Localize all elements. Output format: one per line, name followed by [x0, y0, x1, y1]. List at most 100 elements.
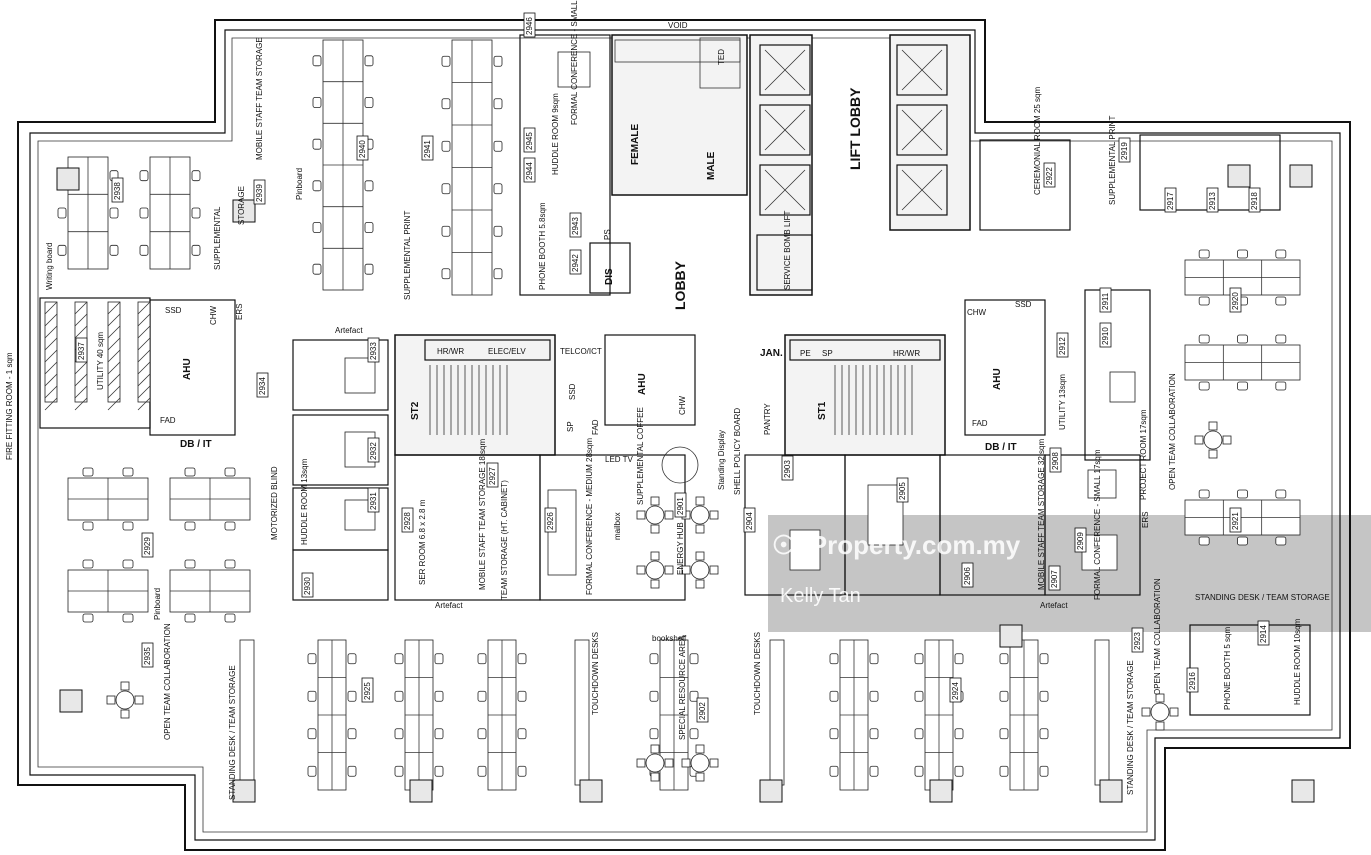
column — [232, 199, 256, 223]
chair — [441, 225, 451, 237]
conference-table — [547, 489, 577, 576]
supplemental-coffee-label: SUPPLEMENTAL COFFEE — [636, 407, 645, 505]
chair — [184, 521, 196, 531]
room-number: 2921 — [1231, 512, 1240, 530]
special-resource-label: SPECIAL RESOURCE AREA — [678, 635, 687, 740]
lift-cross — [764, 169, 806, 211]
chair — [57, 244, 67, 256]
chair — [636, 758, 646, 768]
shelving-hatch — [137, 325, 151, 339]
room-number-box — [1186, 667, 1199, 693]
pinboard-label: Pinboard — [153, 588, 162, 620]
void-label: VOID — [668, 21, 688, 30]
room-number-tag: 2942 — [569, 249, 582, 275]
pantry-label: PANTRY — [763, 403, 772, 435]
chair — [184, 613, 196, 623]
lift-cross — [764, 49, 806, 91]
room-number-box — [1048, 565, 1061, 591]
lift-cross — [764, 109, 806, 151]
service-lift-label: SERVICE BOMB LIFT — [783, 210, 792, 290]
shelving-hatch — [107, 325, 121, 339]
fad-label-center: FAD — [591, 419, 600, 435]
furniture — [44, 39, 1315, 803]
room-number-box — [367, 437, 380, 463]
ahu-label-right: AHU — [992, 368, 1003, 390]
chair — [517, 765, 527, 777]
shelving-hatch — [44, 385, 58, 399]
shelving-hatch — [74, 361, 88, 375]
room-number: 2937 — [77, 342, 86, 360]
chair — [364, 263, 374, 275]
chair — [493, 183, 503, 195]
column — [929, 779, 953, 803]
room-number: 2943 — [571, 217, 580, 235]
round-table — [645, 505, 665, 525]
shelving-hatch — [107, 361, 121, 375]
room-number: 2940 — [358, 140, 367, 158]
room-number-tag: 2910 — [1099, 322, 1112, 348]
chair — [636, 510, 646, 520]
ssd-label: SSD — [165, 306, 182, 315]
chair — [869, 653, 879, 665]
room-number-tag: 2923 — [1131, 627, 1144, 653]
chair — [106, 695, 116, 705]
chair — [434, 653, 444, 665]
huddle-room-13-label: HUDDLE ROOM 13sqm — [300, 458, 309, 545]
chair — [441, 268, 451, 280]
chair — [649, 653, 659, 665]
supplemental-label: SUPPLEMENTAL — [213, 206, 222, 270]
formal-conf-small-label: FORMAL CONFERENCE - SMALL 17sqm — [1093, 449, 1102, 600]
db-it-label-right: DB / IT — [985, 442, 1017, 453]
fire-fitting-label: FIRE FITTING ROOM - 1 sqm — [5, 352, 14, 460]
round-table — [690, 753, 710, 773]
chair — [999, 728, 1009, 740]
room-number-box — [367, 487, 380, 513]
chair — [829, 690, 839, 702]
standing-desk — [1094, 639, 1110, 786]
bookshelf-label: bookshelf — [652, 634, 687, 643]
chair — [517, 653, 527, 665]
room-number: 2933 — [369, 342, 378, 360]
column — [1099, 779, 1123, 803]
shelving-hatch — [107, 397, 121, 411]
room-number: 2912 — [1058, 337, 1067, 355]
shelving-hatch — [107, 373, 121, 387]
room-number-tag: 2937 — [75, 337, 88, 363]
building-envelope — [17, 19, 1351, 851]
chw-label-right: CHW — [967, 308, 987, 317]
artefact-label-2: Artefact — [435, 601, 463, 610]
chair — [664, 510, 674, 520]
chair — [307, 765, 317, 777]
conference-table — [1087, 469, 1117, 499]
round-table — [1150, 702, 1170, 722]
room-number-box — [523, 127, 536, 153]
shelving-hatch — [74, 325, 88, 339]
core-labels: LIFT LOBBY LOBBY FEMALE MALE VOID TED SE… — [160, 21, 1150, 528]
lift-lobby-label: LIFT LOBBY — [847, 87, 863, 170]
shelving-hatch — [44, 361, 58, 375]
room-number-box — [781, 455, 794, 481]
core — [149, 34, 1046, 456]
room-number-tag: 2904 — [743, 507, 756, 533]
room-number-box — [569, 249, 582, 275]
room-number-box — [253, 179, 266, 205]
watermark-brand-text: iProperty.com.my — [802, 530, 1021, 560]
chair — [1275, 489, 1287, 499]
location-pin-icon: ☉ — [772, 530, 796, 560]
room-number-tag: 2913 — [1206, 187, 1219, 213]
chair — [477, 653, 487, 665]
conference-table — [557, 51, 591, 88]
shelving-hatch — [44, 301, 58, 315]
room-number-tag: 2907 — [1048, 565, 1061, 591]
room-number-box — [696, 697, 709, 723]
ssd-label-center: SSD — [568, 383, 577, 400]
shelving-hatch — [137, 385, 151, 399]
chair — [122, 559, 134, 569]
room-number-tag: 2914 — [1257, 620, 1270, 646]
chair — [493, 55, 503, 67]
male-label: MALE — [706, 151, 717, 180]
room-number-box — [569, 212, 582, 238]
elec-elv-label: ELEC/ELV — [488, 347, 526, 356]
sp-label: SP — [566, 421, 575, 432]
